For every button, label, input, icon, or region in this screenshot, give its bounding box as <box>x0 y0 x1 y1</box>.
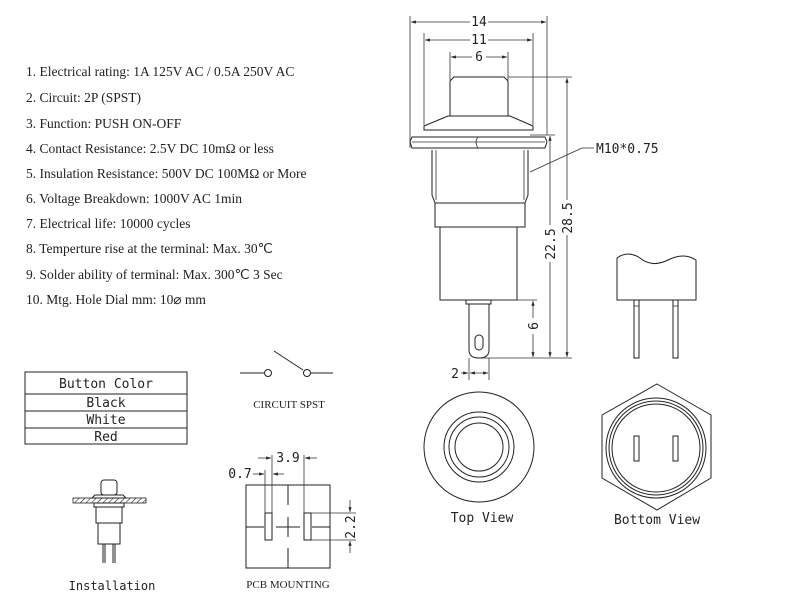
bottom-view-drawing: Bottom View <box>601 383 712 528</box>
dim-22-5: 22.5 <box>544 228 559 259</box>
spec-item: 1. Electrical rating: 1A 125V AC / 0.5A … <box>26 64 294 79</box>
circuit-label: CIRCUIT SPST <box>253 399 325 411</box>
top-view-label: Top View <box>451 511 514 526</box>
installation-label: Installation <box>69 579 156 593</box>
thread-spec: M10*0.75 <box>596 142 659 157</box>
spec-item: 6. Voltage Breakdown: 1000V AC 1min <box>26 191 242 206</box>
pcb-label: PCB MOUNTING <box>246 579 329 591</box>
spec-item: 5. Insulation Resistance: 500V DC 100MΩ … <box>26 166 307 181</box>
dim-11: 11 <box>471 33 487 48</box>
pcb-mounting-drawing: 3.9 0.7 2.2 PCB MOUNTING <box>228 451 359 591</box>
spec-item: 8. Temperture rise at the terminal: Max.… <box>26 241 273 256</box>
dim-14: 14 <box>471 15 487 30</box>
side-profile-drawing <box>616 253 697 359</box>
spec-item: 3. Function: PUSH ON-OFF <box>26 116 182 131</box>
installation-drawing: Installation <box>69 479 156 593</box>
pin-pitch-dim: 3.9 <box>276 451 299 466</box>
bottom-view-label: Bottom View <box>614 513 700 528</box>
table-cell: Red <box>94 430 117 445</box>
spec-item: 7. Electrical life: 10000 cycles <box>26 216 191 231</box>
button-color-table: Button Color Black White Red <box>24 371 188 445</box>
spec-item: 10. Mtg. Hole Dial mm: 10⌀ mm <box>26 292 206 307</box>
dim-6-terminal: 6 <box>527 322 542 330</box>
pin-length-dim: 2.2 <box>344 515 359 538</box>
top-view-drawing: Top View <box>423 391 535 526</box>
dim-2: 2 <box>451 367 459 382</box>
circuit-spst-symbol: CIRCUIT SPST <box>240 350 333 411</box>
spec-item: 9. Solder ability of terminal: Max. 300℃… <box>26 267 283 282</box>
spec-item: 2. Circuit: 2P (SPST) <box>26 90 141 105</box>
table-header: Button Color <box>59 377 153 392</box>
dim-6: 6 <box>475 50 483 65</box>
table-cell: White <box>86 413 125 428</box>
spec-item: 4. Contact Resistance: 2.5V DC 10mΩ or l… <box>26 141 274 156</box>
pin-width-dim: 0.7 <box>228 467 251 482</box>
side-view-drawing: 14 11 6 28.5 22.5 6 2 <box>409 15 659 382</box>
dim-28-5: 28.5 <box>561 202 576 233</box>
table-cell: Black <box>86 396 125 411</box>
spec-list: 1. Electrical rating: 1A 125V AC / 0.5A … <box>26 64 307 307</box>
